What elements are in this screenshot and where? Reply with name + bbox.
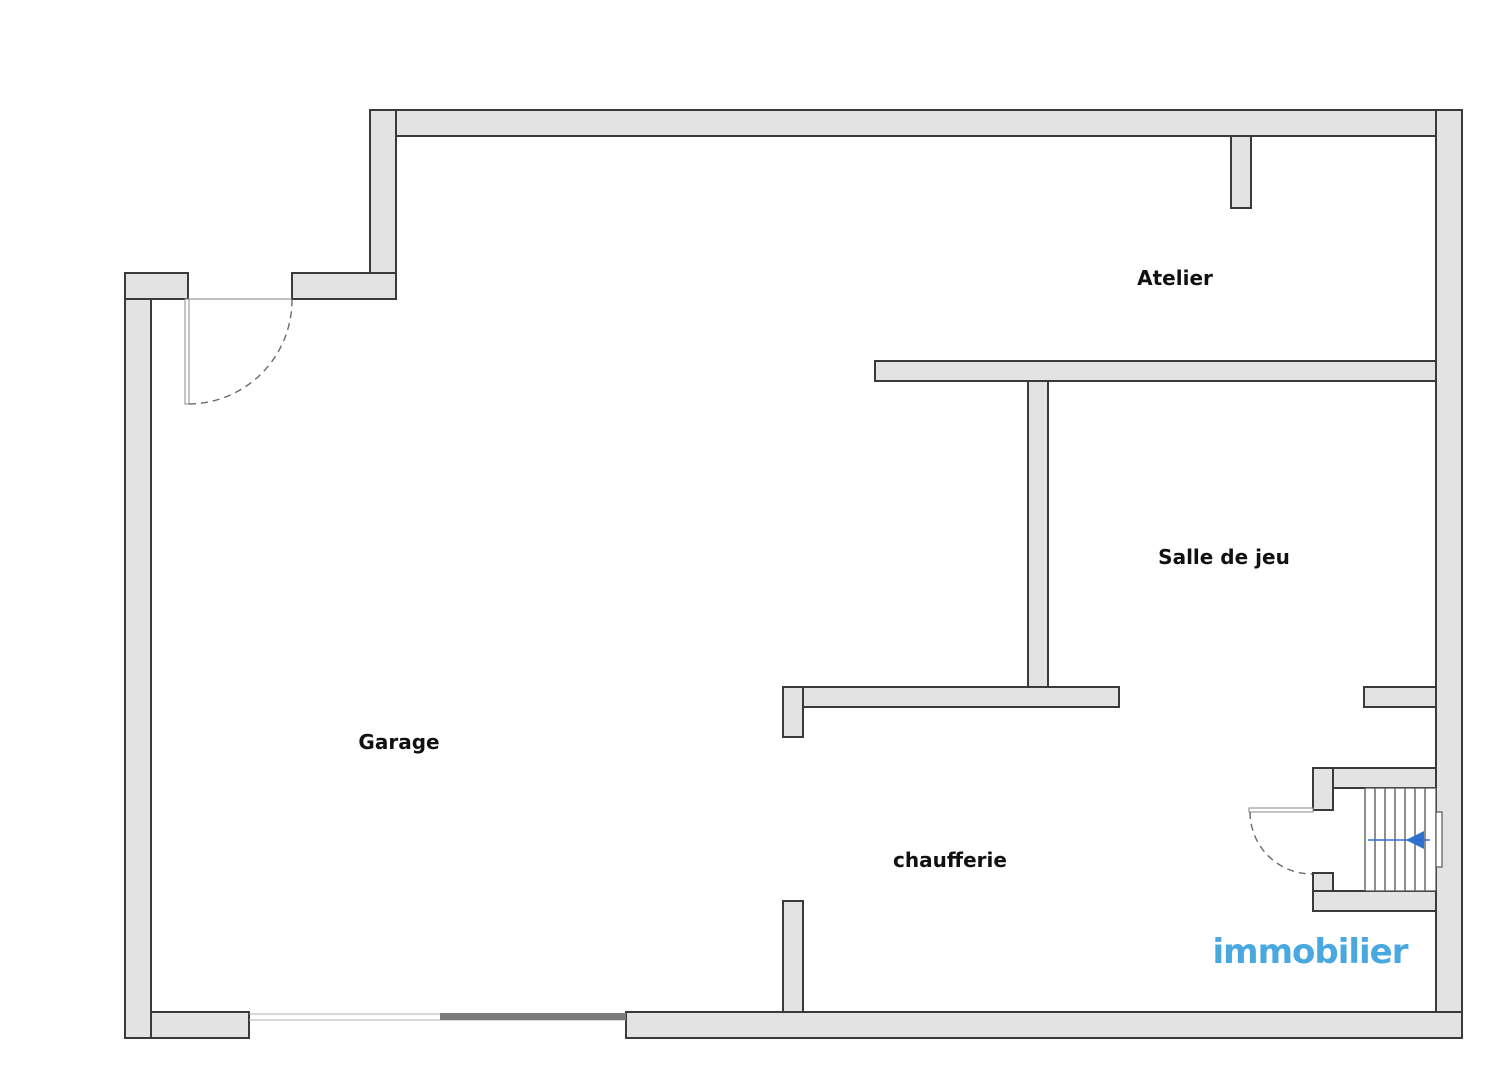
- wall-right: [1435, 109, 1463, 1039]
- wall-bottom-right: [625, 1011, 1463, 1039]
- wall-atelier-stub: [1230, 135, 1252, 209]
- wall-chaufferie-drop: [782, 686, 804, 738]
- wall-salle-left: [1027, 380, 1049, 688]
- wall-top: [369, 109, 1463, 137]
- wall-salle-right-stub: [1363, 686, 1437, 708]
- door-top-left: [184, 298, 293, 405]
- wall-chaufferie-top: [782, 686, 1120, 708]
- garage-door: [249, 1013, 626, 1021]
- room-label-salle-de-jeu: Salle de jeu: [1158, 545, 1290, 569]
- outer-walls: [124, 109, 1463, 1039]
- wall-atelier-lower: [874, 360, 1437, 382]
- watermark-logo: immobilier: [1213, 932, 1409, 972]
- stair-direction-arrow-icon: [1368, 831, 1430, 849]
- room-label-atelier: Atelier: [1137, 266, 1213, 290]
- wall-stair-bottom: [1312, 890, 1437, 912]
- room-label-garage: Garage: [358, 730, 439, 754]
- door-stair: [1248, 807, 1314, 875]
- wall-left: [124, 272, 152, 1039]
- wall-step-horizontal: [291, 272, 397, 300]
- stair-enclosure: [1312, 767, 1443, 912]
- wall-stair-left-upper: [1312, 767, 1334, 811]
- interior-walls: [782, 135, 1437, 1013]
- wall-step-vertical: [369, 109, 397, 300]
- room-label-chaufferie: chaufferie: [893, 848, 1007, 872]
- wall-top-left-stub: [124, 272, 189, 300]
- wall-chaufferie-bottom-divider: [782, 900, 804, 1013]
